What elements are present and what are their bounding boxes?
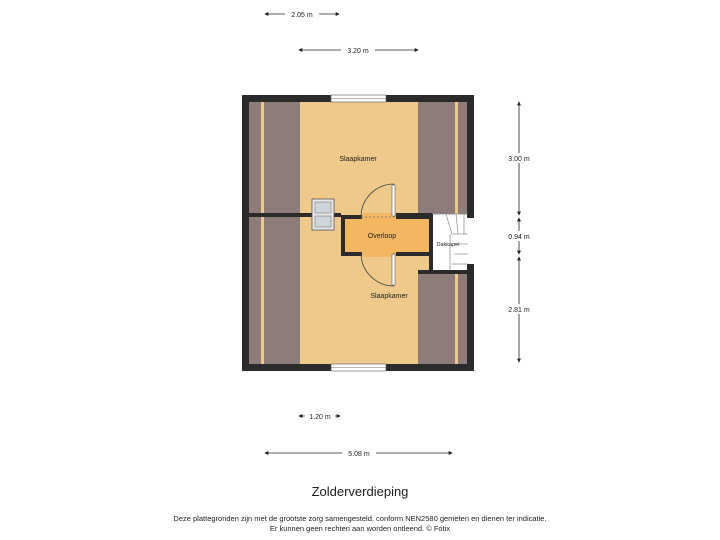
roof-slope-left-inner: [264, 102, 300, 364]
dormer-wall-right: [467, 214, 474, 218]
disclaimer-line-1: Deze plattegronden zijn met de grootste …: [173, 514, 547, 523]
dimension-bottom-1-20: 1.20 m: [298, 411, 341, 421]
dimension-label-3-00: 3.00 m: [508, 156, 530, 163]
dimension-label-5-08: 5.08 m: [348, 451, 370, 458]
roof-slope-right-upper-outer: [458, 102, 467, 214]
room-label-dormer: Dakkapel: [437, 242, 460, 248]
room-label-bedroom-bottom: Slaapkamer: [370, 293, 408, 300]
dormer-wall-bottom: [429, 270, 474, 274]
disclaimer: Deze plattegronden zijn met de grootste …: [0, 514, 720, 534]
roof-slope-right-lower: [418, 274, 455, 364]
disclaimer-line-2: Er kunnen geen rechten aan worden ontlee…: [269, 524, 451, 533]
dimension-label-2-81: 2.81 m: [508, 307, 530, 314]
dimension-label-3-20: 3.20 m: [347, 48, 369, 55]
dimension-label-1-20: 1.20 m: [309, 414, 331, 421]
floor-title: Zolderverdieping: [311, 484, 409, 499]
dimension-right-0-94: 0.94 m: [504, 217, 536, 255]
dormer-wall-bottom-right: [467, 264, 474, 274]
landing-floor: [345, 219, 429, 252]
roof-slope-right-upper: [418, 102, 455, 214]
dimension-top-3-20: 3.20 m: [298, 45, 419, 55]
landing-door-bottom-gap: [362, 251, 396, 257]
dimension-bottom-5-08: 5.08 m: [264, 448, 453, 458]
door-bottom-leaf: [391, 253, 396, 286]
landing-door-top-gap: [362, 213, 396, 219]
window-top-icon: [330, 94, 387, 103]
dimension-right-2-81: 2.81 m: [504, 256, 536, 363]
room-label-bedroom-top: Slaapkamer: [339, 156, 377, 163]
room-label-landing: Overloop: [368, 233, 397, 240]
partition-wall-below-landing-right: [418, 270, 432, 274]
dimension-label-2-05: 2.05 m: [291, 12, 313, 19]
dimension-right-3-00: 3.00 m: [504, 101, 536, 216]
roof-slope-left-outer: [249, 102, 261, 364]
partition-wall-left: [249, 213, 341, 217]
dimension-label-0-94: 0.94 m: [508, 234, 530, 241]
stairs-icon: [432, 213, 468, 270]
window-bottom-icon: [330, 363, 387, 372]
dormer-area: [432, 214, 474, 272]
door-top-leaf: [391, 184, 396, 217]
dimension-top-2-05: 2.05 m: [264, 9, 340, 19]
roof-slope-right-lower-outer: [458, 274, 467, 364]
skylight-icon: [311, 198, 335, 231]
